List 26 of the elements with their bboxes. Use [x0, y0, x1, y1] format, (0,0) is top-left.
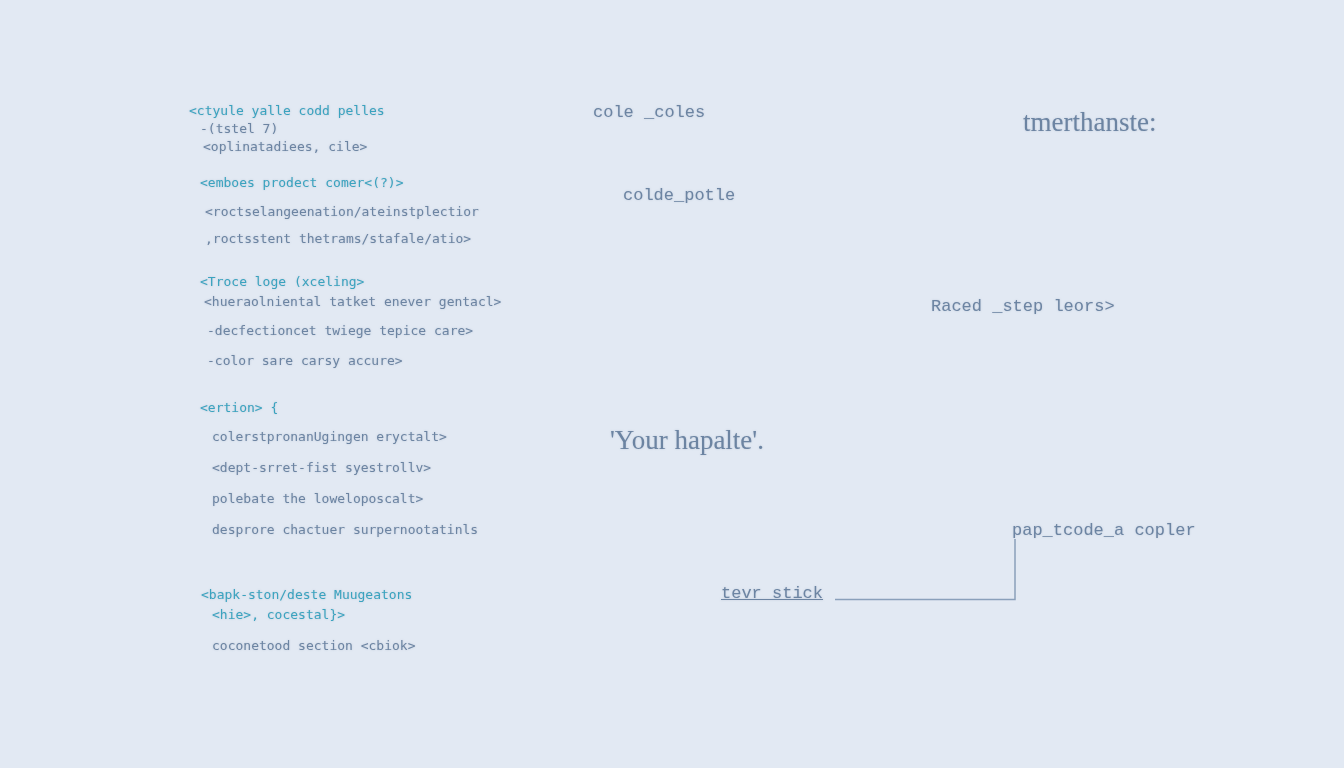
code-text: <dept-srret-fist syestrollv> — [212, 461, 432, 474]
code-text: colde_potle — [623, 187, 736, 204]
code-text: <oplinatadiees, cile> — [203, 140, 368, 153]
code-text: Raced _step leors> — [931, 298, 1115, 315]
code-text: <emboes prodect comer<(?)> — [200, 176, 404, 189]
connector-line — [834, 538, 1016, 601]
code-text: 'Your hapalte'. — [610, 427, 764, 454]
code-text: <hueraolniental tatket enever gentacl> — [204, 295, 502, 308]
code-text: -(tstel 7) — [200, 122, 279, 135]
code-text: <bapk-ston/deste Muugeatons — [201, 588, 413, 601]
code-text: cole _coles — [593, 104, 706, 121]
code-text: -color sare carsy accure> — [207, 354, 403, 367]
code-text: colerstpronanUgingen eryctalt> — [212, 430, 447, 443]
code-label: pap_tcode_a copler — [1012, 522, 1196, 539]
code-text: <ertion> { — [200, 401, 279, 414]
code-label: tevr stick — [721, 585, 824, 602]
code-text: desprore chactuer surpernootatinls — [212, 523, 479, 536]
code-text: coconetood section <cbiok> — [212, 639, 416, 652]
code-text: <hie>, cocestal}> — [212, 608, 346, 621]
code-text: polebate the loweloposcalt> — [212, 492, 424, 505]
code-text: <Troce loge (xceling> — [200, 275, 365, 288]
code-text: <roctselangeenation/ateinstplectior — [205, 205, 479, 218]
code-text: tmerthanste: — [1023, 109, 1157, 136]
code-text: <ctyule yalle codd pelles — [189, 104, 385, 117]
code-text: ,roctsstent thetrams/stafale/atio> — [205, 232, 472, 245]
code-text: -decfectioncet twiege tepice care> — [207, 324, 474, 337]
